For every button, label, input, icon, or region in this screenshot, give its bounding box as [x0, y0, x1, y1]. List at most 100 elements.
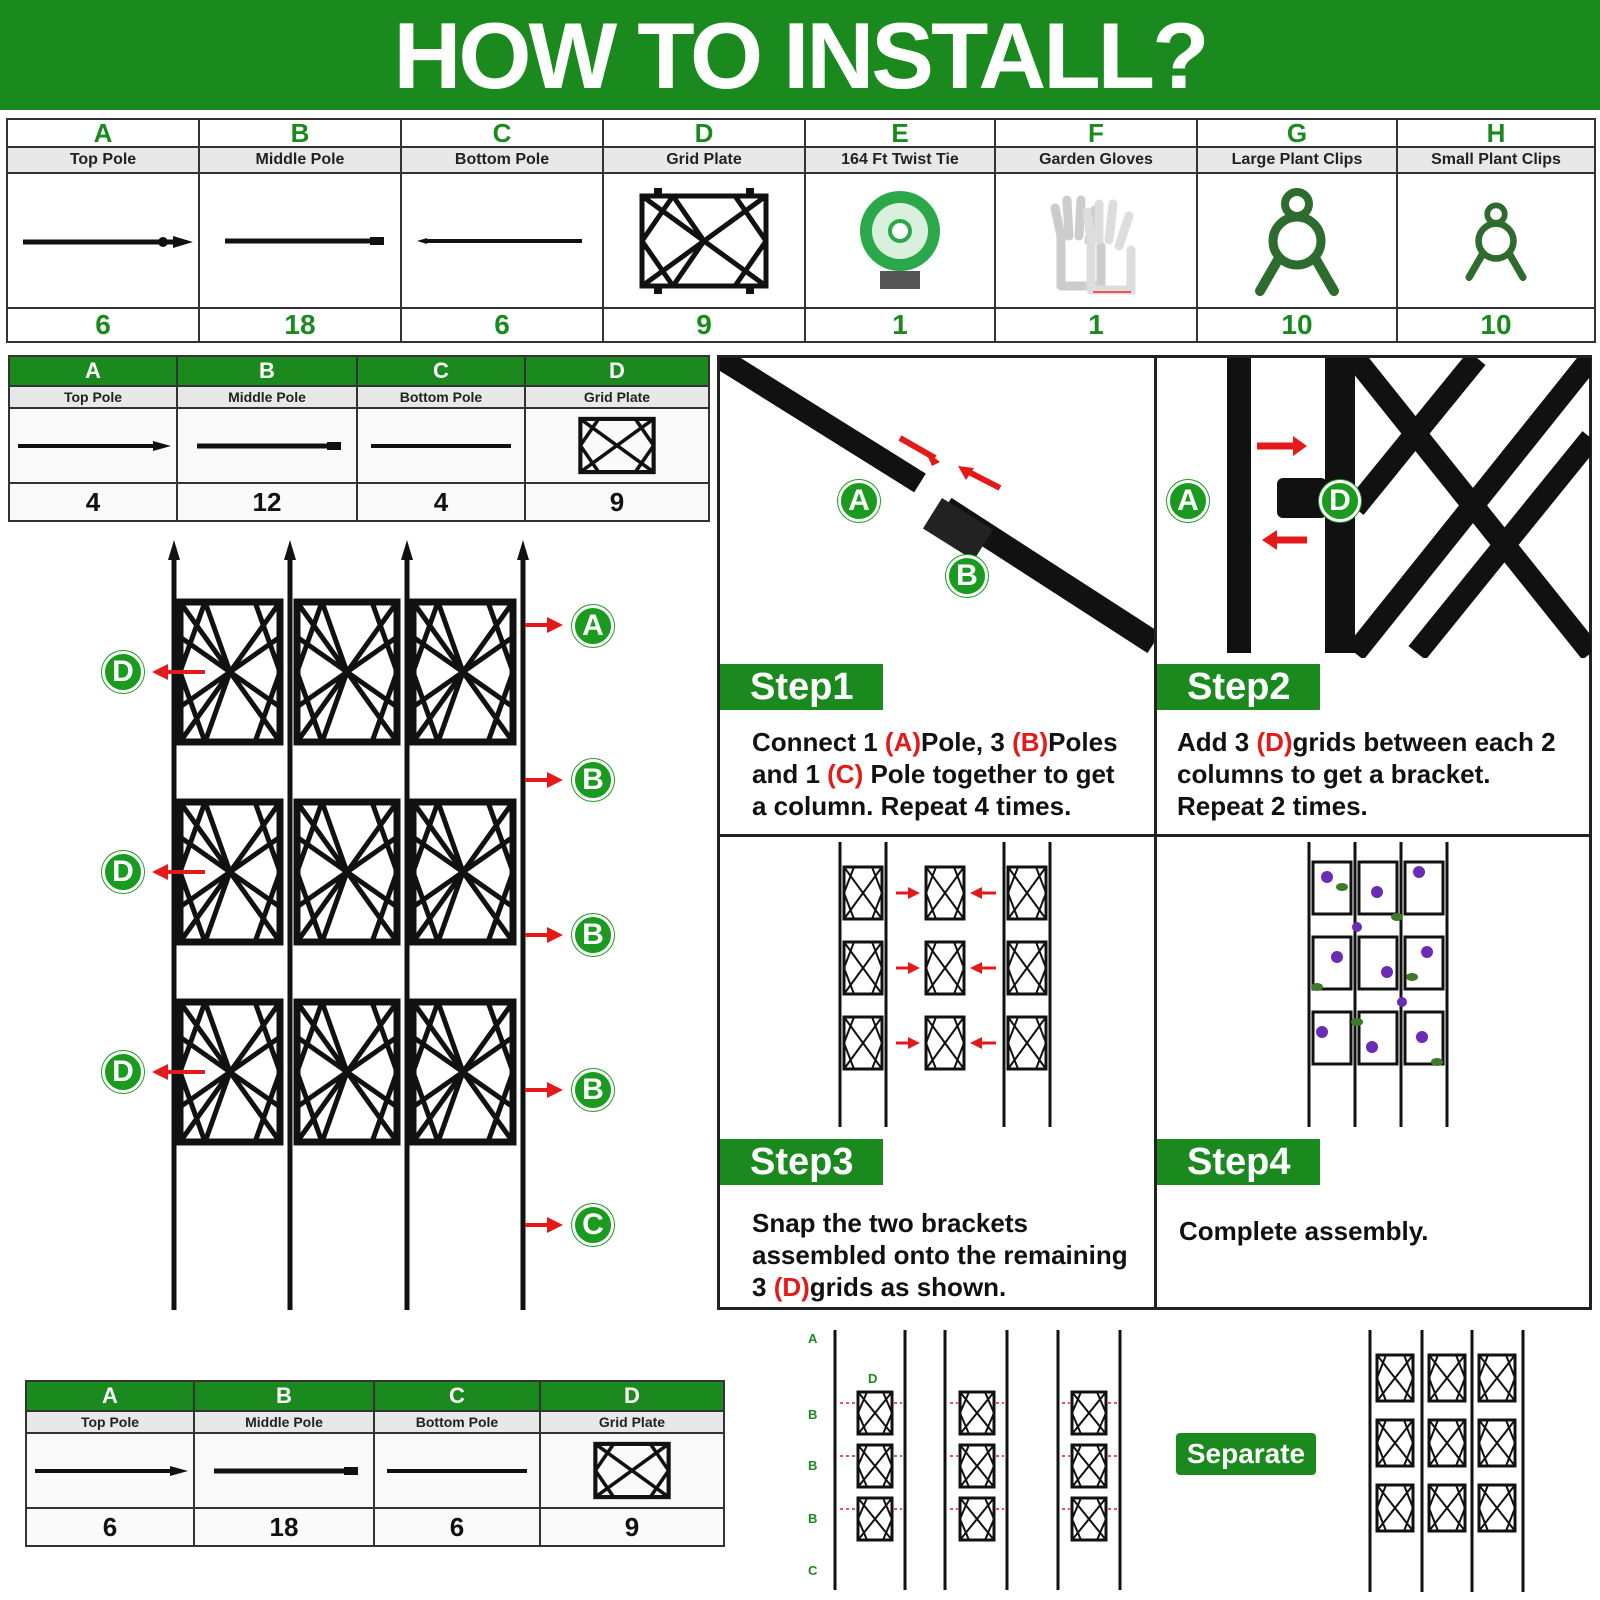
part-letter: C — [373, 1380, 541, 1412]
part-letter: C — [400, 118, 604, 148]
part-name: Small Plant Clips — [1396, 146, 1596, 174]
label-b-badge: B — [572, 914, 614, 956]
part-name: Top Pole — [8, 385, 178, 409]
top-pole-image — [25, 1432, 195, 1509]
part-name: Grid Plate — [539, 1410, 725, 1434]
middle-pole-icon — [214, 1466, 358, 1475]
top-pole-image — [8, 407, 178, 484]
label-a-badge: A — [572, 605, 614, 647]
part-letter: A — [6, 118, 200, 148]
mini-label-d: D — [868, 1371, 878, 1386]
part-name: Middle Pole — [176, 385, 358, 409]
part-name: Grid Plate — [524, 385, 710, 409]
step2-cell: A D Step2 Add 3 (D)grids between each 2 … — [1157, 358, 1593, 834]
part-letter: C — [356, 355, 526, 387]
step3-cell: Step3 Snap the two brackets assembled on… — [720, 837, 1156, 1313]
step2-tag: Step2 — [1157, 664, 1321, 710]
mini-label-b: B — [808, 1458, 818, 1473]
top-pole-icon — [23, 235, 193, 248]
middle-pole-icon — [197, 441, 341, 450]
bottom-pole-icon — [387, 1468, 527, 1473]
large-clip-image — [1196, 172, 1398, 309]
step2-instructions: Add 3 (D)grids between each 2 columns to… — [1177, 727, 1556, 821]
step4-tag: Step4 — [1157, 1139, 1321, 1185]
small-clip-image — [1396, 172, 1596, 309]
label-d-badge: D — [102, 1051, 144, 1093]
part-name: Large Plant Clips — [1196, 146, 1398, 174]
part-name: Garden Gloves — [994, 146, 1198, 174]
part-qty: 4 — [8, 482, 178, 522]
twist-tie-reel-icon — [860, 190, 940, 289]
part-letter: B — [176, 355, 358, 387]
part-letter: G — [1196, 118, 1398, 148]
twist-tie-image — [804, 172, 996, 309]
label-b-badge: B — [572, 1069, 614, 1111]
steps-panel: A B Step1 Connect 1 (A)Pole, 3 (B)Poles … — [717, 355, 1593, 1313]
mini-label-a: A — [808, 1331, 818, 1346]
page-title: HOW TO INSTALL? — [0, 0, 1600, 110]
separate-assembly-diagram: A D B B B C — [800, 1325, 1140, 1595]
large-plant-clip-icon — [1255, 187, 1339, 296]
middle-pole-image — [176, 407, 358, 484]
part-name: Top Pole — [6, 146, 200, 174]
part-name: Bottom Pole — [400, 146, 604, 174]
part-letter: F — [994, 118, 1198, 148]
separated-columns-illustration — [833, 1330, 1122, 1590]
assembled-trellis-illustration — [1368, 1330, 1525, 1592]
top-pole-image — [6, 172, 200, 309]
bracket-snap-illustration — [838, 842, 1052, 1127]
small-plant-clip-icon — [1465, 201, 1527, 281]
label-b-badge: B — [572, 759, 614, 801]
separate-label: Separate — [1176, 1433, 1316, 1475]
bottom-pole-image — [373, 1432, 541, 1509]
middle-pole-image — [193, 1432, 375, 1509]
part-name: Grid Plate — [602, 146, 806, 174]
part-qty: 18 — [193, 1507, 375, 1547]
grid-plate-icon — [578, 416, 656, 475]
middle-pole-image — [198, 172, 402, 309]
part-letter: A — [8, 355, 178, 387]
part-name: Bottom Pole — [373, 1410, 541, 1434]
label-c-badge: C — [572, 1204, 614, 1246]
top-pole-icon — [18, 440, 171, 451]
label-d-badge: D — [102, 651, 144, 693]
assembled-bracket-diagram — [1355, 1330, 1535, 1595]
garden-gloves-image — [994, 172, 1198, 309]
bottom-pole-image — [400, 172, 604, 309]
part-name: Middle Pole — [193, 1410, 375, 1434]
part-letter: H — [1396, 118, 1596, 148]
part-letter: D — [602, 118, 806, 148]
label-a-badge: A — [838, 480, 880, 522]
label-a-badge: A — [1167, 480, 1209, 522]
part-qty: 12 — [176, 482, 358, 522]
part-qty: 6 — [400, 307, 604, 343]
part-letter: E — [804, 118, 996, 148]
part-qty: 9 — [524, 482, 710, 522]
top-pole-icon — [35, 1465, 188, 1476]
part-name: Bottom Pole — [356, 385, 526, 409]
assembly-diagram: A B B B C D D D — [0, 540, 700, 1320]
grid-plate-icon — [593, 1441, 671, 1500]
part-qty: 10 — [1396, 307, 1596, 343]
part-name: 164 Ft Twist Tie — [804, 146, 996, 174]
part-qty: 1 — [804, 307, 996, 343]
part-qty: 9 — [602, 307, 806, 343]
part-qty: 6 — [373, 1507, 541, 1547]
glove-icon — [1050, 195, 1136, 294]
mini-label-b: B — [808, 1407, 818, 1422]
kit-6-column-table: A B C D Top Pole Middle Pole Bottom Pole… — [25, 1380, 725, 1547]
label-d-badge: D — [102, 851, 144, 893]
grid-plate-icon — [639, 187, 769, 294]
part-qty: 6 — [25, 1507, 195, 1547]
part-letter: A — [25, 1380, 195, 1412]
part-letter: B — [193, 1380, 375, 1412]
trellis-assembly-illustration — [152, 540, 563, 1310]
label-d-badge: D — [1319, 480, 1361, 522]
bottom-pole-icon — [371, 443, 511, 448]
part-letter: B — [198, 118, 402, 148]
parts-table: A B C D E F G H Top Pole Middle Pole Bot… — [6, 118, 1596, 343]
part-qty: 6 — [6, 307, 200, 343]
kit-4-column-table: A B C D Top Pole Middle Pole Bottom Pole… — [8, 355, 710, 522]
completed-trellis-illustration — [1307, 842, 1449, 1127]
part-qty: 1 — [994, 307, 1198, 343]
